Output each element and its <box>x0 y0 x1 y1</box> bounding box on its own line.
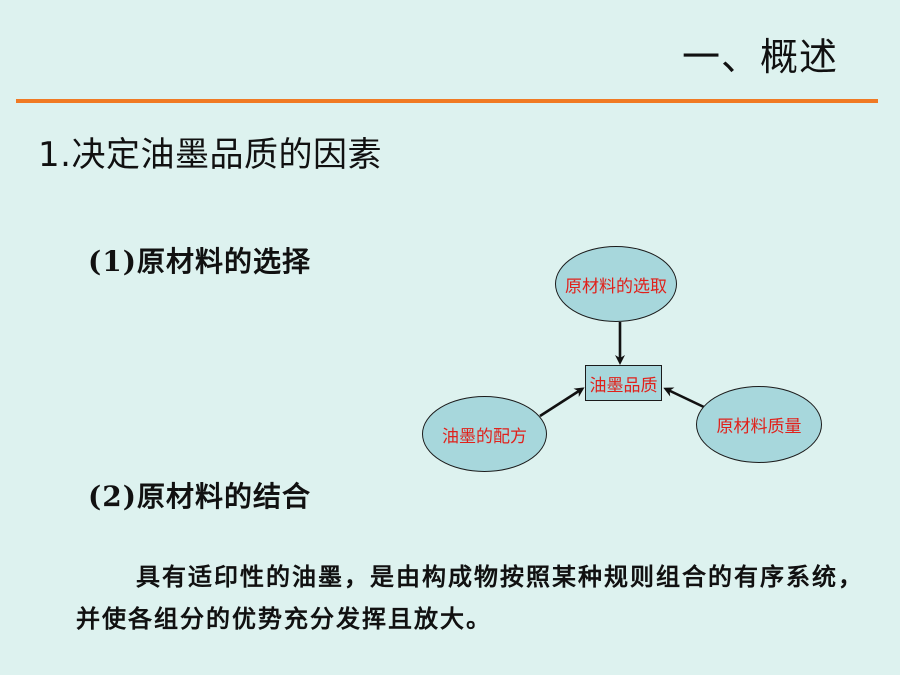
arrow-left-to-center <box>539 387 585 418</box>
node-raw-material-quality: 原材料质量 <box>696 386 822 463</box>
ink-quality-diagram: 原材料的选取 油墨品质 油墨的配方 原材料质量 <box>410 240 850 480</box>
main-heading: 1.决定油墨品质的因素 <box>38 135 382 175</box>
node-ink-quality-label: 油墨品质 <box>589 375 658 396</box>
diagram-arrows <box>539 322 707 418</box>
title-divider <box>16 99 878 103</box>
node-ink-formula-label: 油墨的配方 <box>442 426 527 447</box>
arrow-right-to-center <box>663 387 707 410</box>
slide-title: 一、概述 <box>681 35 838 79</box>
node-ink-quality: 油墨品质 <box>585 365 662 401</box>
node-raw-material-selection-label: 原材料的选取 <box>565 276 667 297</box>
section-raw-material-selection: (1)原材料的选择 <box>88 245 311 278</box>
node-raw-material-quality-label: 原材料质量 <box>716 417 802 437</box>
node-raw-material-selection: 原材料的选取 <box>555 246 677 322</box>
body-paragraph: 具有适印性的油墨，是由构成物按照某种规则组合的有序系统，并使各组分的优势充分发挥… <box>76 562 864 633</box>
section-raw-material-combination: (2)原材料的结合 <box>88 480 311 513</box>
node-ink-formula: 油墨的配方 <box>422 396 547 472</box>
